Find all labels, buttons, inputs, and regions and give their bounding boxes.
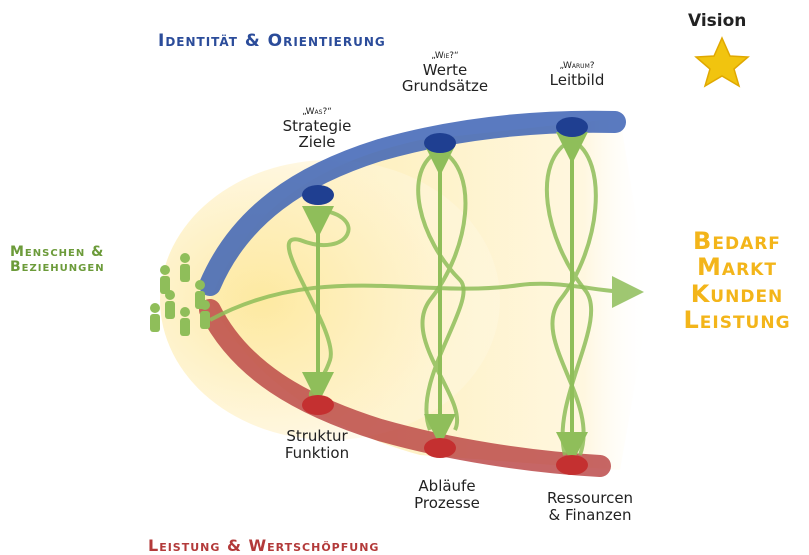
values-line1: Werte bbox=[390, 62, 500, 79]
processes-line1: Abläufe bbox=[392, 478, 502, 495]
resources-line2: & Finanzen bbox=[530, 507, 650, 524]
strategy-line2: Ziele bbox=[272, 134, 362, 151]
market-title: Bedarf Markt Kunden Leistung bbox=[672, 228, 802, 334]
resources-line1: Ressourcen bbox=[530, 490, 650, 507]
bottom-node-processes: Abläufe Prozesse bbox=[392, 478, 502, 511]
top-node-strategy: „Was?“ Strategie Ziele bbox=[272, 108, 362, 151]
market-line-2: Markt bbox=[672, 254, 802, 280]
top-node-mission: „Warum? Leitbild bbox=[532, 62, 622, 88]
people-title-line1: Menschen & bbox=[10, 245, 105, 260]
structure-line1: Struktur bbox=[262, 428, 372, 445]
bottom-node-structure: Struktur Funktion bbox=[262, 428, 372, 461]
mission-line1: Leitbild bbox=[532, 72, 622, 89]
vision-star-icon bbox=[696, 38, 748, 86]
market-line-3: Kunden bbox=[672, 281, 802, 307]
identity-orientation-title: Identität & Orientierung bbox=[158, 32, 386, 51]
values-line2: Grundsätze bbox=[390, 78, 500, 95]
structure-line2: Funktion bbox=[262, 445, 372, 462]
market-line-1: Bedarf bbox=[672, 228, 802, 254]
top-node-values: „Wie?“ Werte Grundsätze bbox=[390, 52, 500, 95]
bottom-node-resources: Ressourcen & Finanzen bbox=[530, 490, 650, 523]
vision-label: Vision bbox=[688, 12, 746, 31]
people-relationships-title: Menschen & Beziehungen bbox=[10, 245, 105, 276]
performance-value-title: Leistung & Wertschöpfung bbox=[148, 537, 379, 555]
market-line-4: Leistung bbox=[672, 307, 802, 333]
people-title-line2: Beziehungen bbox=[10, 260, 105, 275]
processes-line2: Prozesse bbox=[392, 495, 502, 512]
strategy-line1: Strategie bbox=[272, 118, 362, 135]
